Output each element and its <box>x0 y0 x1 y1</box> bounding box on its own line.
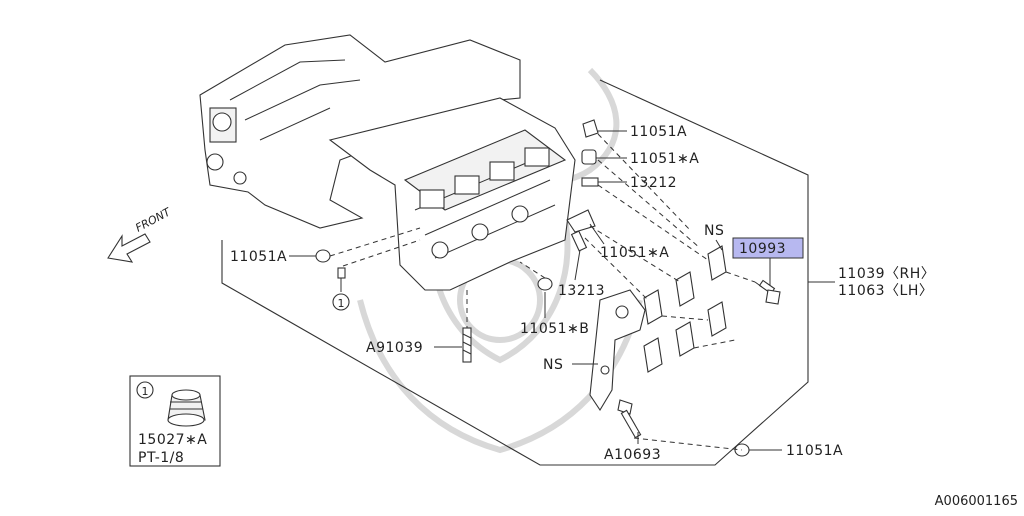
plug-11051a-star-b <box>537 277 553 291</box>
bracket-ns <box>589 289 646 412</box>
callout-11063: 11063〈LH〉 <box>838 283 933 299</box>
callout-13213: 13213 <box>558 283 605 299</box>
bolt-10993 <box>754 279 781 305</box>
callout-11051a-left: 11051A <box>230 249 287 265</box>
plug-15027-icon <box>167 389 206 427</box>
callout-ns-2: NS <box>543 357 563 373</box>
callout-a91039: A91039 <box>366 340 423 356</box>
callout-11051a-top: 11051A <box>630 124 687 140</box>
small-plug-ref-1 <box>332 267 350 311</box>
inset-spec: PT-1/8 <box>138 450 184 466</box>
callout-10993: 10993 <box>739 241 786 257</box>
plug-11051a-top <box>582 119 599 138</box>
inset-part-number: 15027∗A <box>138 432 207 448</box>
callout-ns-1: NS <box>704 223 724 239</box>
front-direction-arrow: FRONT <box>107 205 174 263</box>
front-label: FRONT <box>133 205 173 235</box>
plug-11051a-star-1 <box>581 149 597 165</box>
pin-13213 <box>570 230 588 252</box>
engine-assembly <box>199 34 521 229</box>
callout-11051a-star-b: 11051∗B <box>520 321 589 337</box>
figure-id: A006001165 <box>935 494 1018 509</box>
alignment-lines <box>329 133 756 451</box>
inset-number: 1 <box>142 385 149 398</box>
callout-10993-highlight: 10993 <box>732 237 804 259</box>
bolt-a10693 <box>617 399 642 439</box>
pin-13212 <box>581 177 599 187</box>
ref-1-number: 1 <box>338 297 345 310</box>
plug-11051a-left <box>315 249 331 263</box>
callout-11051a-star-1: 11051∗A <box>630 151 699 167</box>
stud-a91039 <box>462 327 472 363</box>
assembly-frame <box>221 79 809 466</box>
callout-a10693: A10693 <box>604 447 661 463</box>
cylinder-head <box>328 97 576 291</box>
callout-11039: 11039〈RH〉 <box>838 266 935 282</box>
inset-box: 1 15027∗A PT-1/8 <box>129 375 221 467</box>
plug-11051a-star-2 <box>566 209 596 233</box>
callout-11051a-star-2: 11051∗A <box>600 245 669 261</box>
camshaft-caps <box>643 245 727 373</box>
callout-11051a-bottom: 11051A <box>786 443 843 459</box>
callout-13212: 13212 <box>630 175 677 191</box>
